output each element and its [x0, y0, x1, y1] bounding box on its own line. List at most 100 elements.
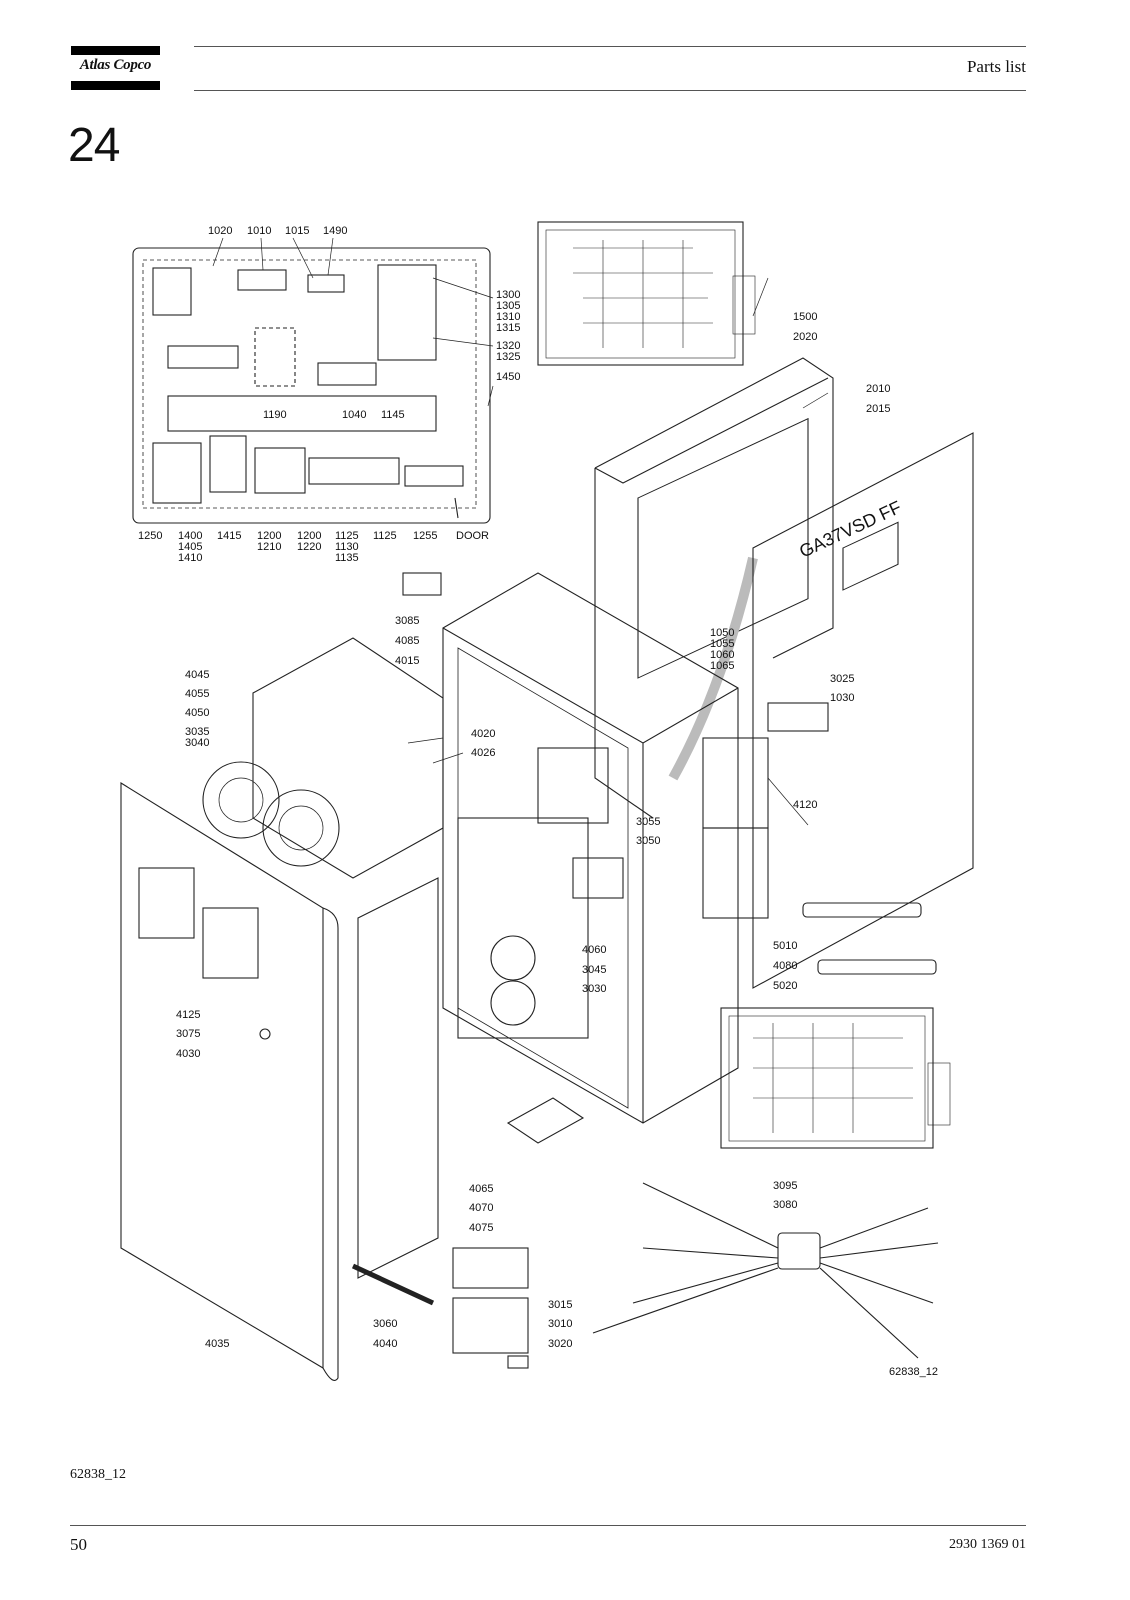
- callout-1210: 1210: [257, 541, 281, 553]
- callout-1500: 1500: [793, 311, 817, 323]
- choke-3050: [572, 857, 624, 899]
- fan-housing-4050: [252, 637, 444, 879]
- filter-grille-right: [202, 907, 259, 979]
- vsd-converter: [457, 817, 589, 1039]
- main-cabinet-4070: [442, 572, 739, 1124]
- callout-3030: 3030: [582, 983, 606, 995]
- contactor-1415: [209, 435, 247, 493]
- header-rule-top: [194, 46, 1026, 47]
- callout-3010: 3010: [548, 1318, 572, 1330]
- callout-4040: 4040: [373, 1338, 397, 1350]
- callout-1050: 1050: [710, 627, 734, 639]
- callout-1130: 1130: [335, 541, 359, 553]
- callout-1030: 1030: [830, 692, 854, 704]
- filter-grille-left: [138, 867, 195, 939]
- cable-harness-wires: [592, 1182, 939, 1359]
- callout-1055: 1055: [710, 638, 734, 650]
- callout-1065: 1065: [710, 660, 734, 672]
- fan-3040: [262, 789, 340, 867]
- callout-4075: 4075: [469, 1222, 493, 1234]
- strip-3060: [351, 1263, 435, 1306]
- wiring-diagram-1500: [537, 221, 744, 366]
- callout-5020: 5020: [773, 980, 797, 992]
- hose-5010: [802, 902, 922, 918]
- header-rule-bottom: [194, 90, 1026, 91]
- terminal-block-1040: [317, 362, 377, 386]
- callout-1250: 1250: [138, 530, 162, 542]
- callout-1315: 1315: [496, 322, 520, 334]
- callout-3040: 3040: [185, 737, 209, 749]
- callout-3015: 3015: [548, 1299, 572, 1311]
- callout-4070: 4070: [469, 1202, 493, 1214]
- wiring-diagram-frame: [545, 229, 736, 359]
- sticker-3020: [507, 1355, 529, 1369]
- sticker-1020: [152, 267, 192, 316]
- door-panel-text: GA37VSD FF: [796, 497, 904, 562]
- door-lock-4030: [259, 1028, 271, 1040]
- callout-1010: 1010: [247, 225, 271, 237]
- callout-1040: 1040: [342, 409, 366, 421]
- callout-2015: 2015: [866, 403, 890, 415]
- callout-3050: 3050: [636, 835, 660, 847]
- door-display-window: [842, 521, 899, 591]
- callout-3020: 3020: [548, 1338, 572, 1350]
- cubicle-inner-outline: [142, 259, 477, 509]
- callout-3085: 3085: [395, 615, 419, 627]
- hose-5020: [817, 959, 937, 975]
- callout-4065: 4065: [469, 1183, 493, 1195]
- figure-id: 62838_12: [70, 1467, 126, 1482]
- harness-connector-3080: [777, 1232, 821, 1270]
- callout-3075: 3075: [176, 1028, 200, 1040]
- callout-3080: 3080: [773, 1199, 797, 1211]
- header-title: Parts list: [966, 57, 1026, 76]
- cubicle-panel: [132, 247, 491, 524]
- callout-3095: 3095: [773, 1180, 797, 1192]
- callout-4015: 4015: [395, 655, 419, 667]
- warning-sticker-3025: [767, 702, 829, 732]
- din-rail-top: [167, 345, 239, 369]
- callout-3025: 3025: [830, 673, 854, 685]
- exploded-parts-diagram: 1020 1010 1015 1490 1300 1305 1310 1315 …: [113, 218, 978, 1418]
- callout-4050: 4050: [185, 707, 209, 719]
- callout-4026: 4026: [471, 747, 495, 759]
- callout-4045: 4045: [185, 669, 209, 681]
- fan-3035: [202, 761, 280, 839]
- callout-1125-b: 1125: [373, 530, 397, 542]
- callout-4125: 4125: [176, 1009, 200, 1021]
- logo-wordmark: Atlas Copco: [79, 57, 152, 73]
- wiring-diagram-3095: [720, 1007, 934, 1149]
- capacitor-1: [490, 935, 536, 981]
- wiring-diagram-titleblock: [732, 275, 756, 335]
- callout-1190: 1190: [263, 409, 287, 421]
- callout-2010: 2010: [866, 383, 890, 395]
- filter-4120-bottom: [702, 827, 769, 919]
- leader-lines: [212, 237, 829, 826]
- callout-4080: 4080: [773, 960, 797, 972]
- left-door-4035: [120, 782, 324, 1369]
- terminals-1125: [308, 457, 400, 485]
- callout-1305: 1305: [496, 300, 520, 312]
- inductor-block: [537, 747, 609, 824]
- callout-1410: 1410: [178, 552, 202, 564]
- callout-4035: 4035: [205, 1338, 229, 1350]
- breakers-1200: [254, 447, 306, 494]
- callout-4120: 4120: [793, 799, 817, 811]
- callout-3055: 3055: [636, 816, 660, 828]
- callout-4020: 4020: [471, 728, 495, 740]
- callout-3035: 3035: [185, 726, 209, 738]
- bracket-4065: [506, 1097, 585, 1144]
- diagram-drawing-id: 62838_12: [889, 1366, 938, 1378]
- callout-1020: 1020: [208, 225, 232, 237]
- door-edge-4040: [322, 907, 339, 1381]
- side-panel: [357, 877, 439, 1279]
- wiring-duct: [167, 395, 437, 432]
- callout-4055: 4055: [185, 688, 209, 700]
- footer-rule: [70, 1525, 1026, 1526]
- brand-logo: Atlas Copco: [71, 46, 160, 90]
- callout-3060: 3060: [373, 1318, 397, 1330]
- callout-1490: 1490: [323, 225, 347, 237]
- callout-3045: 3045: [582, 964, 606, 976]
- logo-bar-bottom: [71, 81, 160, 90]
- callout-1200-b: 1200: [297, 530, 321, 542]
- sticker-3015: [452, 1247, 529, 1289]
